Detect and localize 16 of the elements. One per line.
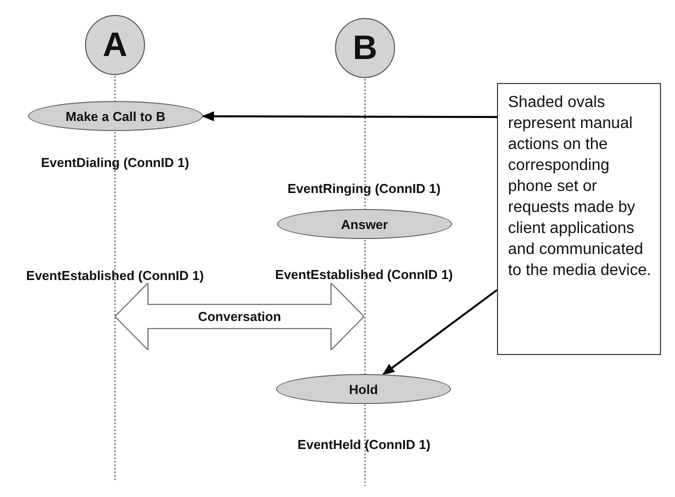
- participant-letter: A: [102, 26, 128, 64]
- action-label: Hold: [349, 382, 378, 396]
- participant-letter: B: [352, 28, 378, 68]
- arrow-label: Conversation: [198, 309, 282, 324]
- event-label: EventHeld (ConnID 1): [298, 437, 430, 452]
- note-box: [497, 83, 661, 355]
- event-label: EventDialing (ConnID 1): [40, 155, 190, 170]
- double-block-arrow: [115, 283, 364, 350]
- arrow: [202, 111, 497, 122]
- note-text: Shaded ovals represent manual actions on the corresponding phone set or requests made by client applications and communicated to the media device.: [508, 93, 652, 281]
- event-label: EventEstablished (ConnID 1): [275, 267, 453, 282]
- arrow: [382, 289, 498, 376]
- action-label: Make a Call to B: [66, 108, 166, 124]
- event-label: EventEstablished (ConnID 1): [26, 268, 204, 283]
- event-label: EventRinging (ConnID 1): [287, 181, 441, 196]
- action-label: Answer: [341, 216, 388, 232]
